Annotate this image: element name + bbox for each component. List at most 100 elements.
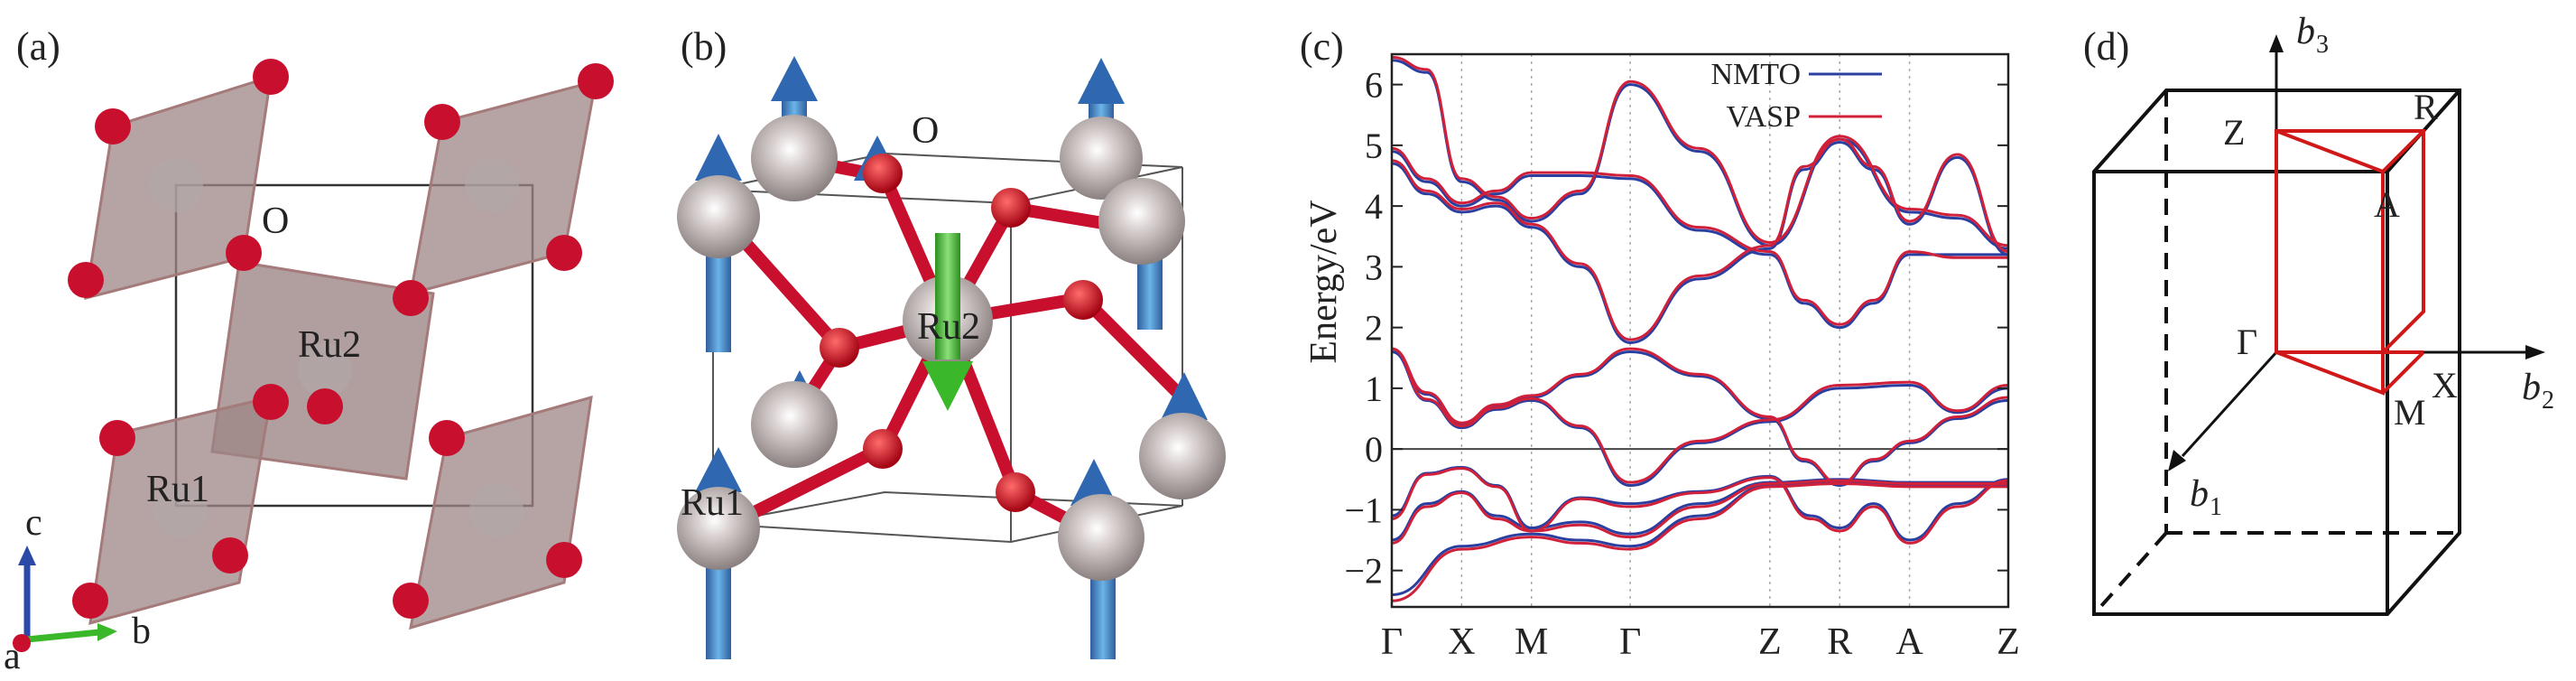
o-atom [863, 154, 903, 193]
y-tick-label: 3 [1365, 247, 1383, 287]
o-atom [424, 104, 460, 140]
panel-b-label: (b) [681, 24, 727, 69]
spin-up-arrowhead [1078, 58, 1125, 104]
spin-up-arrow [706, 244, 731, 352]
band-line-vasp [1391, 146, 2008, 326]
y-axis-title: Energy/eV [1303, 200, 1345, 363]
o-atom [1063, 280, 1103, 320]
b2-letter: b [2522, 367, 2541, 408]
k-point-label: X [1448, 621, 1475, 663]
ru-atom [677, 175, 760, 258]
b1-arrowhead [2168, 450, 2186, 471]
ru-atom [1139, 413, 1226, 499]
spin-down-arrowhead [922, 361, 973, 411]
b3-letter: b [2296, 11, 2315, 52]
ru-atom [1058, 494, 1144, 581]
legend: NMTO VASP [1711, 58, 1882, 134]
label-ru2: Ru2 [298, 324, 361, 366]
ru-atom [469, 483, 524, 537]
panel-a-label: (a) [16, 24, 60, 69]
o-atom [546, 542, 582, 578]
o-atom [307, 388, 343, 424]
bz-hidden-edge [2092, 531, 2168, 616]
bands [1391, 55, 2009, 602]
o-atom [820, 328, 859, 368]
bz-path-segment [2381, 350, 2425, 395]
ru-atom [298, 343, 352, 397]
k-point-label: A [1895, 621, 1923, 663]
b1-axis [2181, 350, 2278, 458]
point-x: X [2432, 365, 2458, 406]
band-line-nmto [1391, 150, 2008, 330]
band-line-nmto [1391, 350, 2009, 487]
band-line-nmto [1391, 350, 2009, 487]
panel-a-structure: (a) [4, 24, 614, 677]
y-tick-label: 6 [1365, 65, 1383, 106]
band-line-vasp [1391, 137, 2009, 341]
ru-atom [149, 158, 203, 212]
band-line-vasp [1391, 347, 2009, 485]
bz-path-segment [2275, 129, 2384, 173]
octahedra [84, 74, 598, 630]
label-o: O [912, 110, 939, 152]
o-atom [253, 384, 289, 420]
y-tick-label: 0 [1365, 429, 1383, 470]
ru-atom [1060, 117, 1143, 200]
y-tick-label: −1 [1344, 490, 1383, 530]
spin-up-arrowhead [1070, 459, 1117, 506]
spin-up-arrowhead [695, 447, 742, 492]
spin-up-arrowhead [1161, 372, 1208, 420]
b2-subscript: 2 [2542, 387, 2554, 415]
ru-atom [677, 487, 760, 570]
label-ru1: Ru1 [681, 482, 744, 524]
o-atom [393, 280, 429, 316]
b3-subscript: 3 [2316, 31, 2329, 59]
y-tick-label: 5 [1365, 126, 1383, 166]
panel-d-label: (d) [2083, 24, 2129, 69]
axis-b-label: b [132, 611, 151, 652]
spin-up-arrow [877, 235, 903, 334]
o-atom [226, 235, 262, 271]
b3-arrowhead [2269, 34, 2284, 52]
panel-c-label: (c) [1300, 24, 1344, 69]
k-point-label: Γ [1619, 621, 1641, 663]
spin-up-arrowhead [771, 56, 818, 101]
o-atom [429, 420, 465, 456]
plot-frame [1390, 52, 2010, 609]
ru-atom [465, 158, 519, 212]
axis-a-label: a [4, 636, 21, 677]
k-point-label: Γ [1381, 621, 1403, 663]
band-line-vasp [1391, 347, 2009, 484]
panel-d: (d) Z [2076, 0, 2576, 681]
k-point-label: R [1827, 621, 1852, 663]
reciprocal-axes [2181, 50, 2527, 458]
series-vasp [1391, 55, 2009, 602]
unit-cell-box [174, 183, 534, 508]
band-line-nmto [1391, 59, 2009, 250]
bz-path-segment [2381, 129, 2425, 173]
o-atom [68, 262, 104, 298]
legend-vasp-label: VASP [1726, 100, 1801, 134]
bz-hidden-edges [2092, 90, 2460, 616]
b2-label: b 2 [2522, 367, 2554, 415]
label-o: O [262, 201, 289, 242]
o-atom [99, 420, 135, 456]
k-point-label: Z [1997, 621, 2020, 663]
panel-a: (a) [0, 0, 623, 681]
y-tick-label: −2 [1344, 551, 1383, 592]
band-line-vasp [1391, 467, 2009, 545]
ru-atoms [149, 158, 524, 537]
axis-c-label: c [25, 502, 42, 544]
legend-nmto-label: NMTO [1711, 58, 1802, 91]
y-tick-label: 4 [1365, 186, 1383, 227]
band-line-vasp [1391, 55, 2009, 247]
spin-down-arrow [922, 233, 973, 411]
o-atom [212, 537, 248, 574]
o-atom [991, 188, 1031, 228]
spin-up-arrowhead [695, 134, 742, 181]
o-atoms [820, 154, 1103, 512]
b2-arrowhead [2525, 345, 2545, 359]
